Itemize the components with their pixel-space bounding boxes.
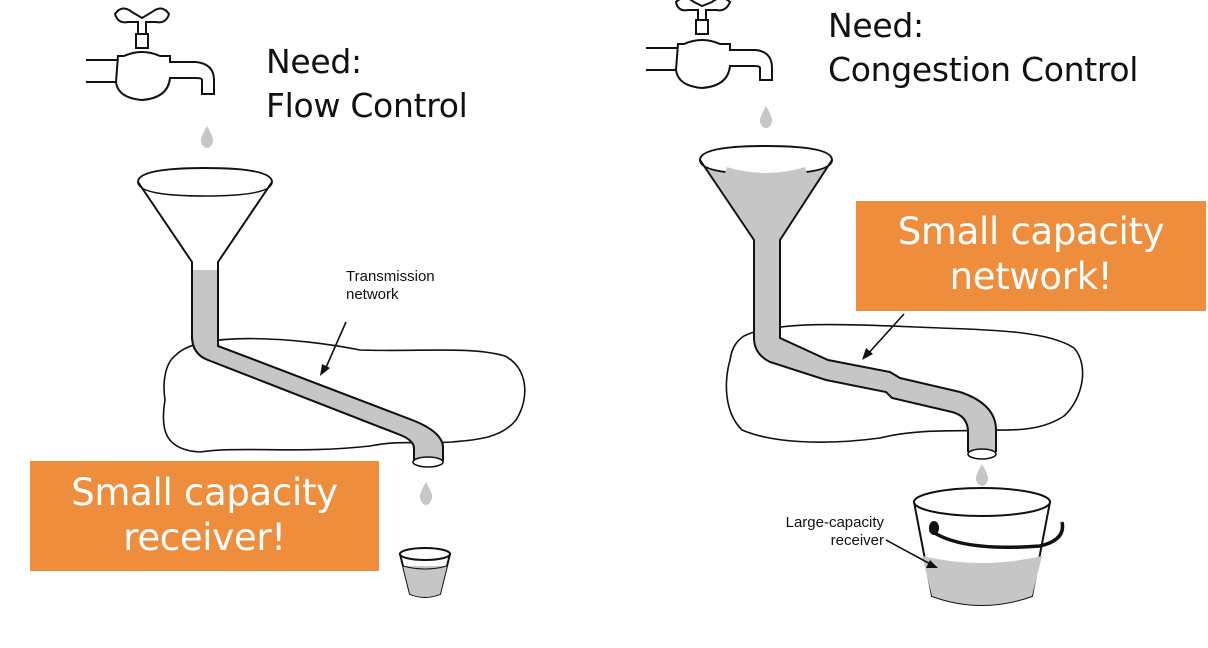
- transmission-network-label-line2: network: [346, 286, 399, 303]
- left-water-drop: [200, 126, 214, 148]
- right-funnel: [698, 144, 997, 460]
- transmission-network-label: Transmission network: [346, 268, 435, 304]
- right-heading: Need: Congestion Control: [828, 4, 1138, 92]
- right-heading-line1: Need:: [828, 6, 924, 45]
- left-network-arrow: [323, 321, 347, 373]
- large-capacity-receiver-label: Large-capacity receiver: [756, 514, 884, 550]
- left-heading-line2: Flow Control: [266, 86, 468, 125]
- small-capacity-network-callout: Small capacity network!: [856, 201, 1206, 311]
- right-network-arrow: [865, 313, 905, 357]
- left-callout-line2: receiver!: [123, 516, 286, 559]
- large-bucket: [912, 487, 1065, 606]
- left-heading: Need: Flow Control: [266, 40, 468, 128]
- left-heading-line1: Need:: [266, 42, 362, 81]
- right-callout-line2: network!: [949, 255, 1113, 298]
- left-network-blob: [162, 337, 526, 453]
- right-callout-line1: Small capacity: [897, 210, 1165, 253]
- right-network-blob: [725, 323, 1084, 443]
- receiver-arrow: [885, 539, 935, 567]
- small-cup: [398, 547, 452, 598]
- right-output-drop: [975, 464, 989, 486]
- receiver-label-line1: Large-capacity: [785, 514, 884, 531]
- small-capacity-receiver-callout: Small capacity receiver!: [30, 461, 379, 571]
- left-funnel: [136, 166, 444, 468]
- right-faucet-icon: [646, 0, 773, 90]
- right-water-drop: [759, 106, 773, 128]
- right-heading-line2: Congestion Control: [828, 50, 1139, 89]
- receiver-label-line2: receiver: [830, 532, 884, 549]
- transmission-network-label-line1: Transmission: [346, 268, 435, 285]
- left-callout-line1: Small capacity: [71, 471, 338, 514]
- left-output-drop: [419, 482, 433, 505]
- left-faucet-icon: [86, 7, 215, 102]
